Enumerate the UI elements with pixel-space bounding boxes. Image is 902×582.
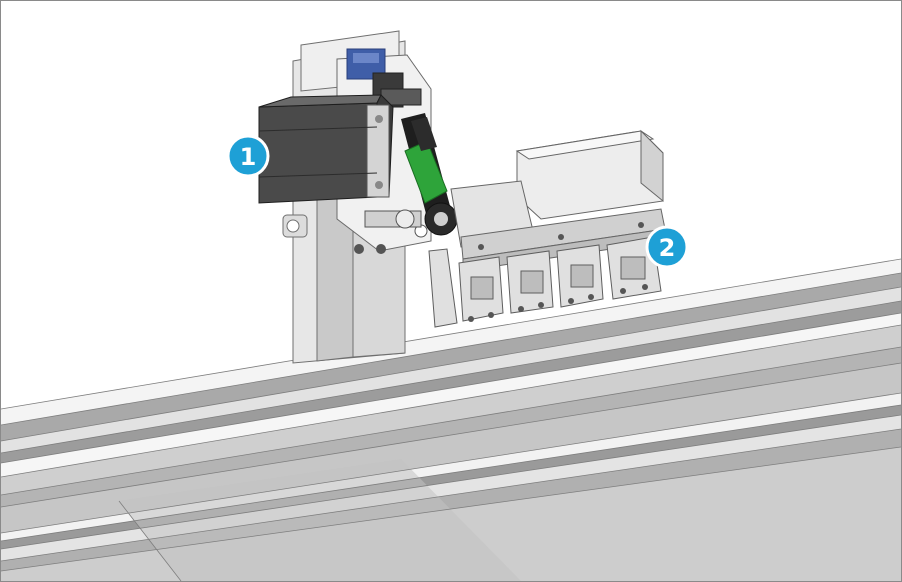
stepper-motor <box>258 94 394 204</box>
belt-drive <box>364 113 458 236</box>
gripper-assembly <box>428 129 666 328</box>
callout-2-label: 2 <box>659 234 676 262</box>
callout-1: 1 <box>226 134 270 178</box>
linear-rail <box>1 258 901 581</box>
callout-2: 2 <box>645 225 689 269</box>
callout-1-label: 1 <box>240 143 257 171</box>
